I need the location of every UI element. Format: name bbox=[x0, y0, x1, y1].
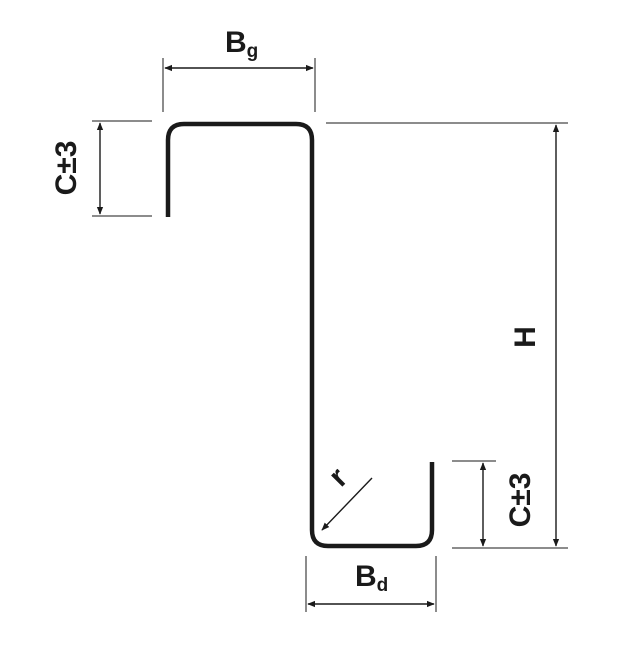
label-bd: Bd bbox=[355, 560, 388, 596]
label-lip-bottom: C±3 bbox=[504, 473, 537, 528]
label-h: H bbox=[509, 326, 542, 348]
label-lip-top: C±3 bbox=[50, 141, 83, 196]
label-radius: r bbox=[322, 461, 354, 493]
z-profile-outline bbox=[165, 121, 435, 549]
label-bg: Bg bbox=[225, 26, 258, 62]
radius-leader bbox=[321, 477, 373, 531]
